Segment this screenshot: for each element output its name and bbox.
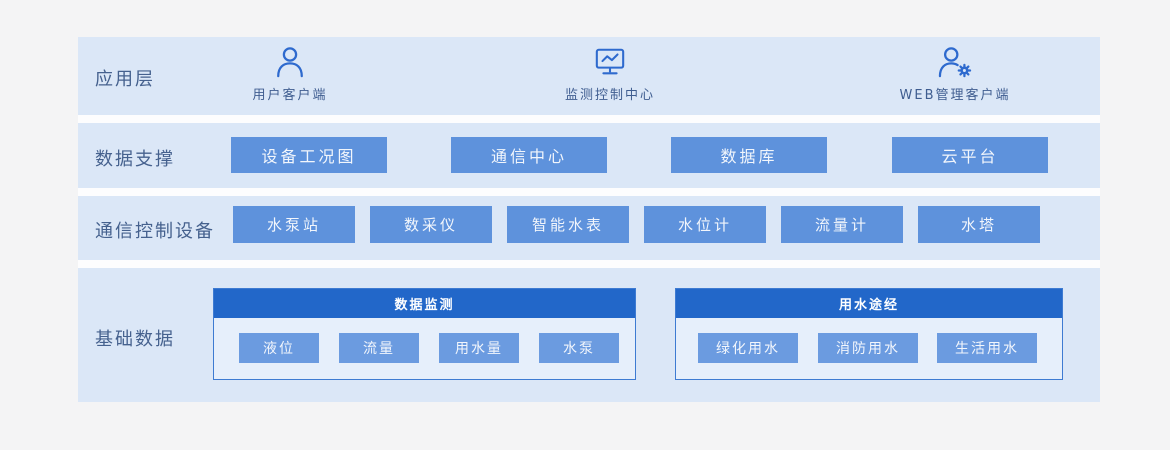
base-button-flow[interactable]: 流量 xyxy=(339,333,419,363)
layer-base-data-label: 基础数据 xyxy=(95,329,175,350)
layer-data-support: 数据支撑 设备工况图 通信中心 数据库 云平台 xyxy=(78,123,1100,188)
device-button-water-tower[interactable]: 水塔 xyxy=(918,206,1040,243)
group-data-monitoring: 数据监测 液位 流量 用水量 水泵 xyxy=(213,288,636,380)
user-gear-icon xyxy=(855,46,1055,80)
support-button-database[interactable]: 数据库 xyxy=(671,137,827,173)
layer-comm-control-devices-label: 通信控制设备 xyxy=(95,221,215,242)
group-water-usage-path: 用水途经 绿化用水 消防用水 生活用水 xyxy=(675,288,1063,380)
device-button-smart-meter[interactable]: 智能水表 xyxy=(507,206,629,243)
base-button-domestic-water[interactable]: 生活用水 xyxy=(937,333,1037,363)
app-item-monitor-center[interactable]: 监测控制中心 xyxy=(510,46,710,103)
base-button-greening-water[interactable]: 绿化用水 xyxy=(698,333,798,363)
base-button-water-usage[interactable]: 用水量 xyxy=(439,333,519,363)
app-item-user-client[interactable]: 用户客户端 xyxy=(190,46,390,103)
base-button-liquid-level[interactable]: 液位 xyxy=(239,333,319,363)
monitor-chart-icon xyxy=(510,46,710,80)
layer-application: 应用层 用户客户端 监测控制中心 xyxy=(78,37,1100,115)
group-water-usage-path-body: 绿化用水 消防用水 生活用水 xyxy=(676,318,1062,380)
support-button-comm-center[interactable]: 通信中心 xyxy=(451,137,607,173)
group-data-monitoring-body: 液位 流量 用水量 水泵 xyxy=(214,318,635,380)
layer-data-support-label: 数据支撑 xyxy=(95,149,175,170)
group-water-usage-path-header: 用水途经 xyxy=(676,289,1062,318)
group-data-monitoring-header: 数据监测 xyxy=(214,289,635,318)
app-item-label: WEB管理客户端 xyxy=(899,88,1011,103)
support-button-equipment-condition[interactable]: 设备工况图 xyxy=(231,137,387,173)
layer-base-data: 基础数据 数据监测 液位 流量 用水量 水泵 用水途经 绿化用水 消防用水 生活… xyxy=(78,268,1100,402)
device-button-data-collector[interactable]: 数采仪 xyxy=(370,206,492,243)
user-icon xyxy=(190,46,390,80)
device-button-pump-station[interactable]: 水泵站 xyxy=(233,206,355,243)
app-item-web-admin-client[interactable]: WEB管理客户端 xyxy=(855,46,1055,103)
app-item-label: 用户客户端 xyxy=(252,88,328,103)
layer-application-label: 应用层 xyxy=(95,69,155,90)
support-button-cloud-platform[interactable]: 云平台 xyxy=(892,137,1048,173)
base-button-firefighting-water[interactable]: 消防用水 xyxy=(818,333,918,363)
device-button-water-level-gauge[interactable]: 水位计 xyxy=(644,206,766,243)
base-button-water-pump[interactable]: 水泵 xyxy=(539,333,619,363)
layer-comm-control-devices: 通信控制设备 水泵站 数采仪 智能水表 水位计 流量计 水塔 xyxy=(78,196,1100,260)
device-button-flow-meter[interactable]: 流量计 xyxy=(781,206,903,243)
app-item-label: 监测控制中心 xyxy=(564,88,655,103)
